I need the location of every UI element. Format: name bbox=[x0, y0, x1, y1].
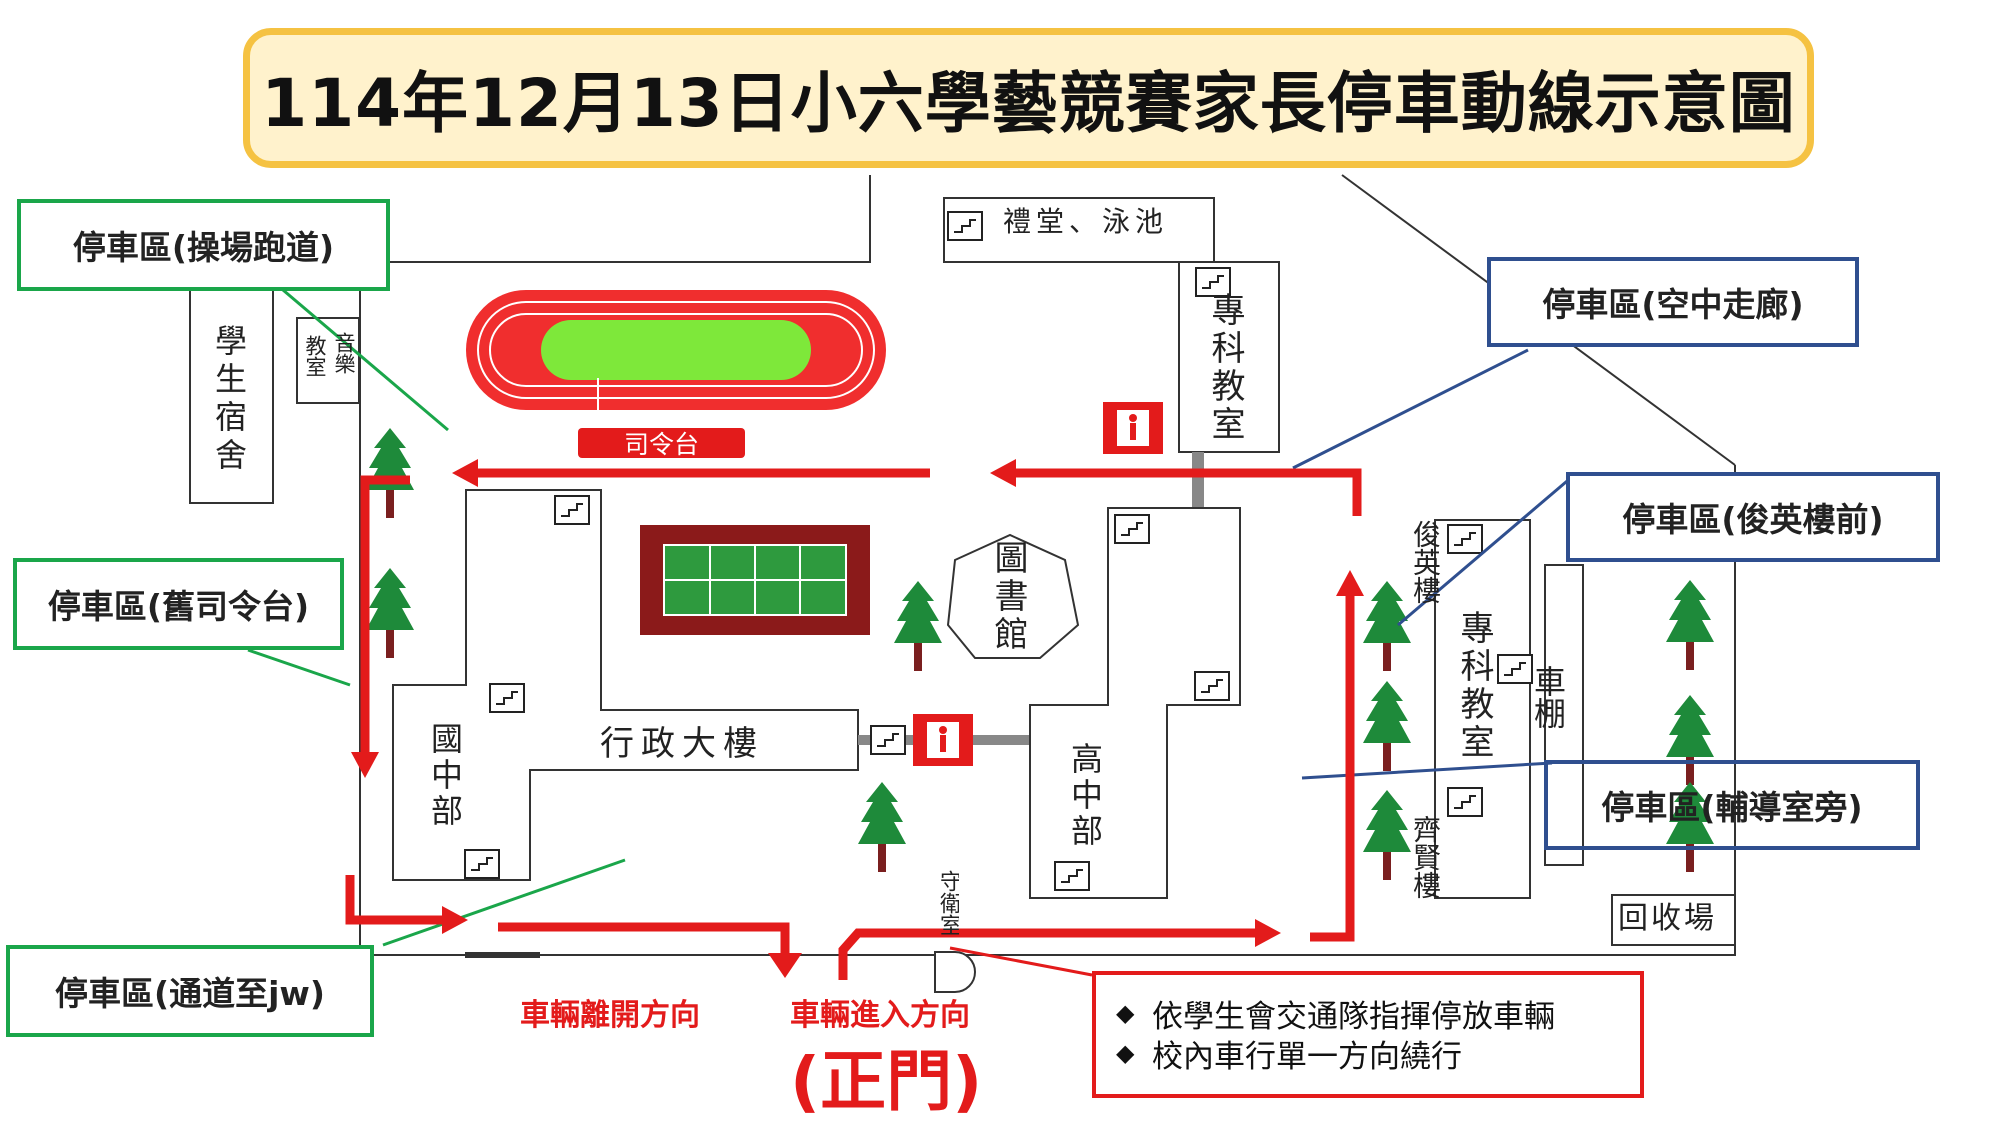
junior-high-admin-building bbox=[392, 489, 859, 881]
note-text: 校內車行單一方向繞行 bbox=[1152, 1038, 1462, 1075]
notes-box: ◆ 依學生會交通隊指揮停放車輛 ◆ 校內車行單一方向繞行 bbox=[1092, 971, 1644, 1098]
admin-building-label: 行政大樓 bbox=[600, 724, 764, 764]
running-track bbox=[466, 290, 886, 410]
note-item: ◆ 校內車行單一方向繞行 bbox=[1116, 1033, 1640, 1075]
enter-direction-label: 車輛進入方向 bbox=[790, 998, 970, 1033]
diamond-bullet-icon: ◆ bbox=[1116, 999, 1135, 1027]
guard-house bbox=[934, 951, 976, 993]
senior-high-label: 高中部 bbox=[1066, 742, 1104, 850]
parking-label-counseling: 停車區(輔導室旁) bbox=[1544, 760, 1920, 850]
exit-sign-icon bbox=[913, 714, 973, 766]
guard-label: 守衛室 bbox=[937, 870, 959, 936]
junior-high-label: 國中部 bbox=[426, 722, 464, 830]
skywalk-connector bbox=[1192, 452, 1204, 508]
parking-label-junying-front: 停車區(俊英樓前) bbox=[1566, 472, 1940, 562]
music-room-label-b: 教室 bbox=[303, 335, 327, 377]
music-room-building bbox=[296, 317, 360, 404]
library-building bbox=[946, 533, 1080, 659]
parking-label-track: 停車區(操場跑道) bbox=[17, 199, 390, 291]
basketball-court bbox=[640, 525, 870, 635]
parking-label-skywalk: 停車區(空中走廊) bbox=[1487, 257, 1859, 347]
dorm-building bbox=[189, 289, 274, 504]
parking-label-old-podium: 停車區(舊司令台) bbox=[13, 558, 344, 650]
senior-high-building bbox=[1029, 507, 1241, 899]
specialty-right-building bbox=[1434, 519, 1531, 899]
auditorium-pool-building bbox=[943, 197, 1215, 263]
bike-shed-label: 車棚 bbox=[1529, 665, 1567, 729]
exit-direction-label: 車輛離開方向 bbox=[520, 998, 700, 1033]
parking-label-passage-jw: 停車區(通道至jw) bbox=[6, 945, 374, 1037]
qixian-label: 齊賢樓 bbox=[1409, 815, 1442, 899]
library-label: 圖書館 bbox=[988, 540, 1028, 654]
specialty-top-label: 專科教室 bbox=[1205, 292, 1245, 444]
exit-sign-icon bbox=[1103, 402, 1163, 454]
junying-label: 俊英樓 bbox=[1409, 520, 1442, 604]
music-room-label-a: 音樂 bbox=[332, 332, 356, 374]
diamond-bullet-icon: ◆ bbox=[1116, 1039, 1135, 1067]
page-title: 114年12月13日小六學藝競賽家長停車動線示意圖 bbox=[261, 65, 1796, 142]
auditorium-pool-label: 禮堂、泳池 bbox=[1003, 205, 1169, 238]
traffic-route bbox=[345, 459, 1364, 980]
podium-label: 司令台 bbox=[578, 428, 745, 459]
bike-shed bbox=[1544, 564, 1584, 866]
note-item: ◆ 依學生會交通隊指揮停放車輛 bbox=[1116, 993, 1640, 1035]
recycle-area bbox=[1611, 894, 1736, 946]
recycle-label: 回收場 bbox=[1618, 901, 1717, 936]
main-gate-label: (正門) bbox=[790, 1043, 983, 1120]
note-text: 依學生會交通隊指揮停放車輛 bbox=[1152, 998, 1555, 1035]
parking-leader-lines bbox=[247, 288, 1574, 977]
title-banner: 114年12月13日小六學藝競賽家長停車動線示意圖 bbox=[243, 28, 1814, 168]
dorm-label: 學生宿舍 bbox=[210, 324, 248, 476]
specialty-right-label: 專科教室 bbox=[1454, 610, 1494, 762]
